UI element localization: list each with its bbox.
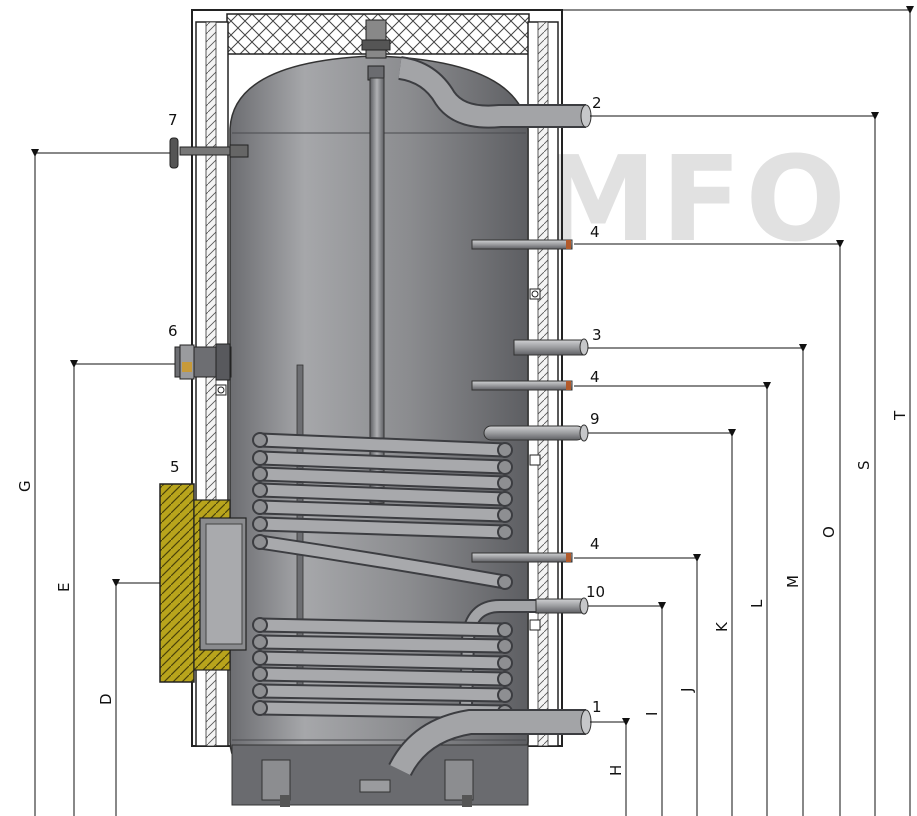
label-connection-9: 9 [590,410,600,428]
dim-label-O: O [820,526,838,538]
dim-label-K: K [713,621,731,632]
label-connection-10: 10 [586,583,605,601]
dimension-lines-right [562,6,914,816]
sensor-socket-4-top [471,239,573,250]
label-connection-4-low: 4 [590,535,600,553]
label-connection-7: 7 [168,111,178,129]
label-connection-4-top: 4 [590,223,600,241]
dimension-lines-left [31,149,175,816]
dim-label-H: H [607,765,625,776]
label-connection-1: 1 [592,698,602,716]
dim-label-M: M [784,575,802,588]
dim-label-J: J [678,688,696,693]
wall-clamps [215,288,541,631]
pipe-1 [388,709,592,777]
dim-label-T: T [891,410,909,421]
sensor-socket-4-mid [471,380,573,391]
pipe-9 [483,424,589,442]
dim-label-G: G [16,480,34,492]
pipe-2 [397,56,592,129]
pipe-3 [513,338,589,356]
dim-label-I: I [643,712,661,716]
dim-label-S: S [855,460,873,470]
label-connection-2: 2 [592,94,602,112]
upper-heat-exchanger-coil [252,432,513,590]
label-connection-3: 3 [592,326,602,344]
dim-label-L: L [748,599,766,608]
thermometer-7 [169,137,249,169]
heater-socket-6 [174,343,232,381]
dim-label-E: E [55,583,73,592]
label-connection-5: 5 [170,458,180,476]
label-connection-6: 6 [168,322,178,340]
label-connection-4-mid: 4 [590,368,600,386]
dim-label-D: D [97,693,115,705]
inspection-flange-5 [159,483,247,683]
sensor-socket-4-low [471,552,573,563]
top-fitting [361,19,391,59]
anode-rod [367,65,385,504]
